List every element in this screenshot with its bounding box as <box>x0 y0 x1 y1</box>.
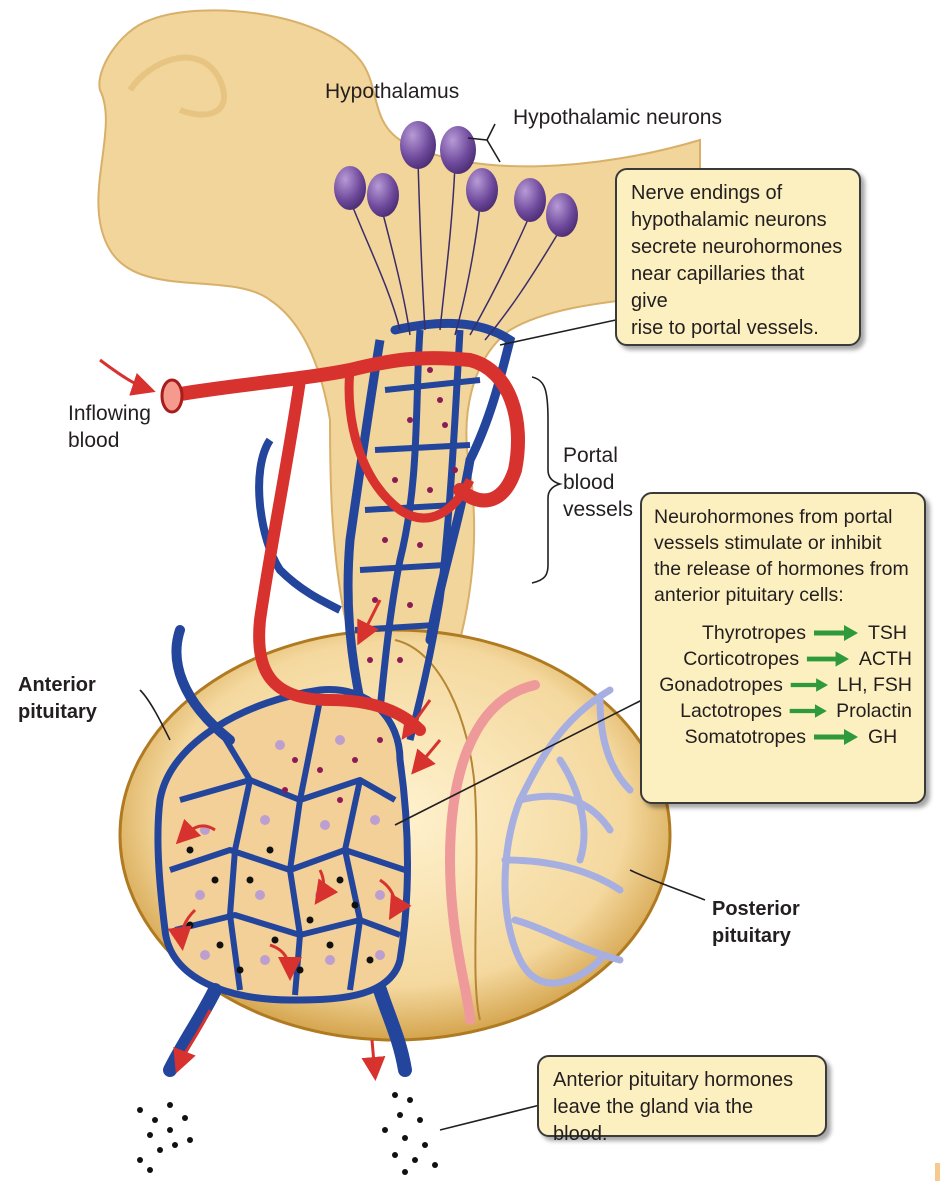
hormone-name: TSH <box>868 620 907 646</box>
label-portal-blood-vessels: Portal blood vessels <box>563 442 633 523</box>
cell-type: Gonadotropes <box>654 672 783 698</box>
green-arrow-icon <box>805 649 853 669</box>
corner-mark <box>935 1163 940 1181</box>
green-arrow-icon <box>812 623 862 643</box>
hormone-name: LH, FSH <box>837 672 912 698</box>
cell-type: Corticotropes <box>654 646 799 672</box>
cell-type: Somatotropes <box>654 724 806 750</box>
label-anterior-pituitary: Anterior pituitary <box>18 672 97 726</box>
callout-neurohormones-text: Neurohormones from portal vessels stimul… <box>654 504 912 608</box>
hormone-row: Lactotropes Prolactin <box>654 698 912 724</box>
callout-hormones-leave: Anterior pituitary hormones leave the gl… <box>537 1055 827 1137</box>
hormone-row: Corticotropes ACTH <box>654 646 912 672</box>
callout-hormones-leave-text: Anterior pituitary hormones leave the gl… <box>553 1067 811 1148</box>
green-arrow-icon <box>789 675 831 695</box>
label-inflowing-blood: Inflowing blood <box>68 400 151 454</box>
cell-type: Thyrotropes <box>654 620 806 646</box>
green-arrow-icon <box>788 701 830 721</box>
hormone-name: ACTH <box>859 646 912 672</box>
callout-nerve-endings: Nerve endings of hypothalamic neurons se… <box>615 168 861 346</box>
cell-type: Lactotropes <box>654 698 782 724</box>
outflow-vein-left <box>170 990 215 1070</box>
hormone-row: Somatotropes GH <box>654 724 912 750</box>
hormone-name: GH <box>868 724 897 750</box>
hormone-row: Thyrotropes TSH <box>654 620 912 646</box>
callout-nerve-endings-text: Nerve endings of hypothalamic neurons se… <box>631 180 845 342</box>
label-hypothalamus: Hypothalamus <box>325 78 459 105</box>
inflow-arrow <box>100 360 150 390</box>
callout-neurohormones: Neurohormones from portal vessels stimul… <box>640 492 926 804</box>
label-posterior-pituitary: Posterior pituitary <box>712 896 800 950</box>
green-arrow-icon <box>812 727 862 747</box>
hormone-table: Thyrotropes TSH Corticotropes ACTH Gonad… <box>654 620 912 750</box>
label-hypothalamic-neurons: Hypothalamic neurons <box>513 104 722 131</box>
released-hormone-dots <box>137 1092 438 1175</box>
hormone-name: Prolactin <box>836 698 912 724</box>
hormone-row: Gonadotropes LH, FSH <box>654 672 912 698</box>
